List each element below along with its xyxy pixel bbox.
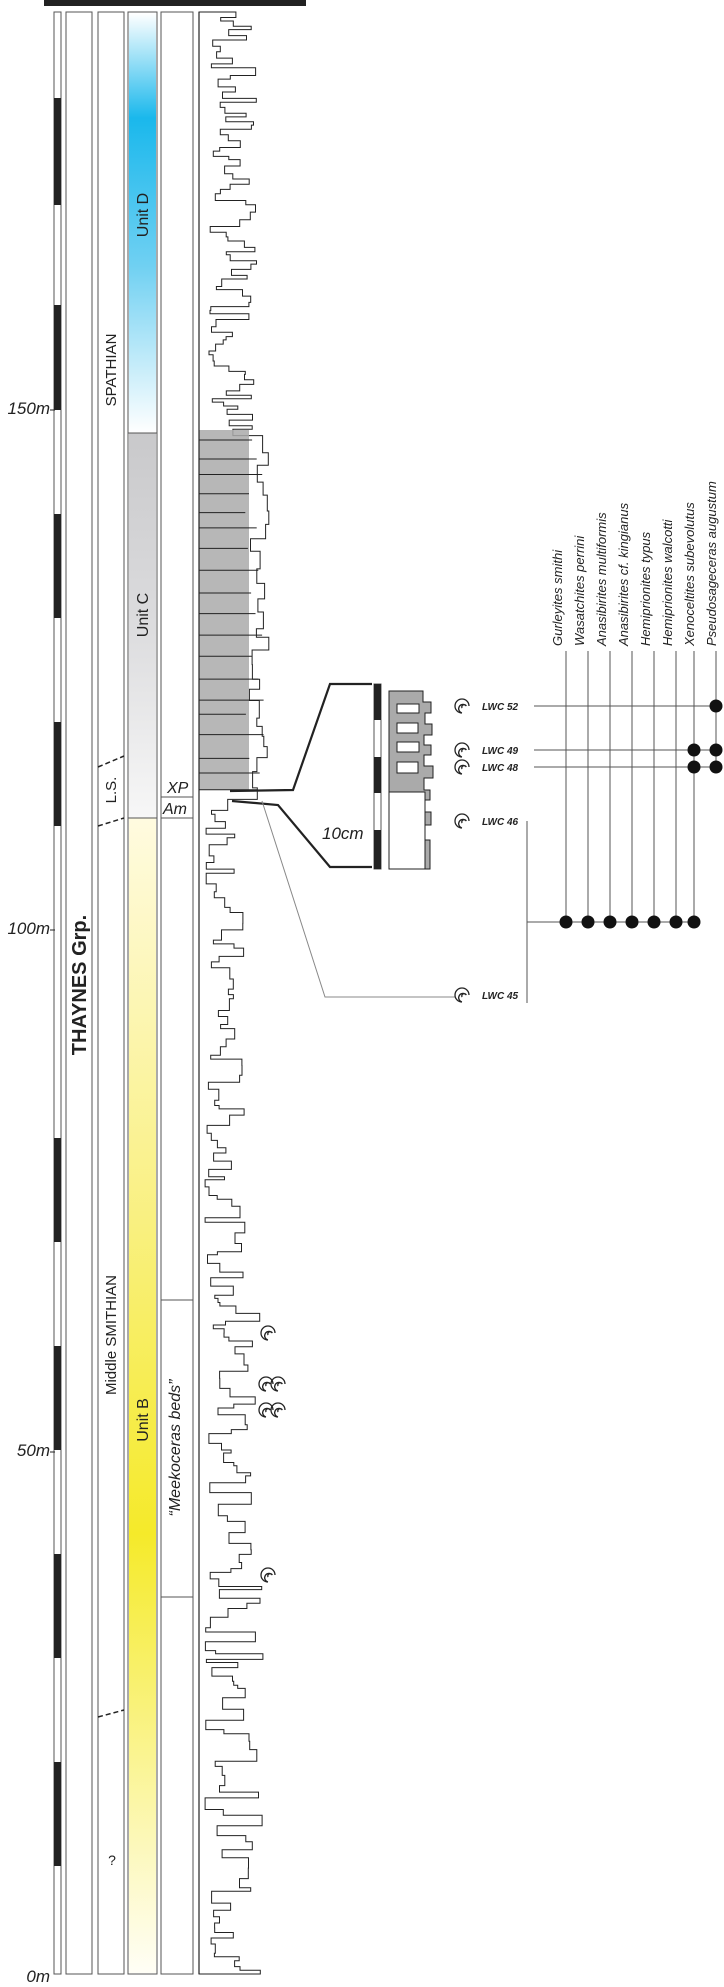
taxon-label: Pseudosageceras augustum: [704, 481, 719, 646]
inset-connector-top: [229, 682, 372, 793]
occurrence-dot: [709, 699, 723, 713]
occurrence-dot: [603, 915, 617, 929]
ls-label: L.S.: [103, 777, 120, 804]
occurrence-dot: [709, 743, 723, 757]
taxon-label: Hemiprionites walcotti: [660, 518, 675, 646]
bed-column: [160, 11, 194, 1975]
unit-d-label: Unit D: [135, 193, 152, 237]
scale-block: [54, 722, 61, 826]
ammonoid-icon: [260, 1325, 276, 1341]
sample-ammonoid-icon: [454, 987, 470, 1003]
tick-label-150m: 150m: [7, 399, 50, 418]
group-label: THAYNES Grp.: [69, 915, 91, 1055]
inset-bed-white-1: [396, 703, 420, 714]
occurrence-dot: [581, 915, 595, 929]
occurrence-dot: [559, 915, 573, 929]
scale-block: [54, 98, 61, 205]
inset-bed-white-4: [396, 761, 419, 774]
ammonoid-icon: [270, 1376, 286, 1392]
occurrence-chart: LWC 52 LWC 49 LWC 48 LWC 46 LWC 45: [454, 651, 723, 1003]
scale-block: [54, 514, 61, 618]
scale-block: [54, 1762, 61, 1866]
depth-axis: 150m 100m 50m 0m: [7, 399, 55, 1986]
inset-scale-block-1: [374, 684, 381, 720]
inset-scale-block-3: [374, 830, 381, 869]
unit-c-label: Unit C: [135, 593, 152, 637]
occurrence-dot: [625, 915, 639, 929]
tick-label-100m: 100m: [7, 919, 50, 938]
inset-bed-white-2: [396, 722, 419, 734]
occurrence-dot: [687, 915, 701, 929]
scale-block: [54, 305, 61, 410]
sample-label: LWC 48: [482, 763, 519, 774]
ammonoid-icon: [260, 1567, 276, 1583]
middle-smithian-label: Middle SMITHIAN: [103, 1275, 120, 1395]
tick-label-50m: 50m: [17, 1441, 50, 1460]
inset-scale-block-2: [374, 757, 381, 793]
unit-b-label: Unit B: [135, 1398, 152, 1442]
am-label: Am: [162, 801, 187, 818]
occurrence-dot: [687, 743, 701, 757]
taxon-label: Wasatchites perrini: [572, 535, 587, 646]
grey-interval: [199, 430, 249, 790]
occurrence-dot: [687, 760, 701, 774]
ammonoid-icon: [270, 1402, 286, 1418]
scale-block: [54, 1554, 61, 1658]
inset-scale-label: 10cm: [322, 824, 364, 843]
ls-lower-boundary: [97, 817, 125, 827]
occurrence-dot: [647, 915, 661, 929]
scale-block: [54, 1346, 61, 1450]
taxon-label: Anasibirites multiformis: [594, 512, 609, 647]
inset-bed-white-5: [388, 791, 426, 870]
sample-ammonoid-icon: [454, 813, 470, 829]
sample-ammonoid-icon: [454, 759, 470, 775]
scale-column: [53, 11, 62, 1975]
occurrence-dot: [709, 760, 723, 774]
lwc45-connector: [261, 800, 455, 998]
top-frame-bar: [44, 0, 306, 6]
log-ammonoid-symbols: [258, 1325, 286, 1583]
sample-ammonoid-icon: [454, 742, 470, 758]
tick-label-0m: 0m: [26, 1967, 50, 1986]
sample-label: LWC 49: [482, 746, 519, 757]
stage-column: [97, 11, 125, 1975]
inset-detail: 10cm: [322, 683, 434, 870]
question-mark-label: ?: [108, 1852, 116, 1868]
smithian-base-boundary: [97, 1709, 125, 1718]
taxon-label: Xenoceltites subevolutus: [682, 502, 697, 647]
ls-upper-boundary: [97, 755, 125, 768]
lithology-profile: [198, 11, 270, 1975]
sample-label: LWC 52: [482, 702, 519, 713]
unit-d-fill: [129, 13, 156, 433]
taxon-label: Hemiprionites typus: [638, 531, 653, 646]
group-column: [65, 11, 93, 1975]
taxon-label: Anasibirites cf. kingianus: [616, 502, 631, 647]
inset-bed-white-3: [396, 741, 420, 753]
sample-label: LWC 45: [482, 991, 519, 1002]
spathian-label: SPATHIAN: [103, 334, 120, 407]
lithology-log: [198, 11, 270, 1975]
taxon-label: Gurleyites smithi: [550, 549, 565, 646]
sample-ammonoid-icon: [454, 698, 470, 714]
meekoceras-beds-label: “Meekoceras beds”: [167, 1379, 184, 1517]
xp-label: XP: [166, 780, 189, 797]
occurrence-dot: [669, 915, 683, 929]
scale-block: [54, 1138, 61, 1242]
scale-blocks: [54, 98, 61, 1866]
unit-b-fill: [129, 818, 156, 1973]
sample-label: LWC 46: [482, 817, 519, 828]
taxa-labels: Gurleyites smithi Wasatchites perrini Anas…: [550, 481, 719, 647]
inset-connector-bottom: [231, 799, 372, 869]
unit-c-fill: [129, 433, 156, 818]
